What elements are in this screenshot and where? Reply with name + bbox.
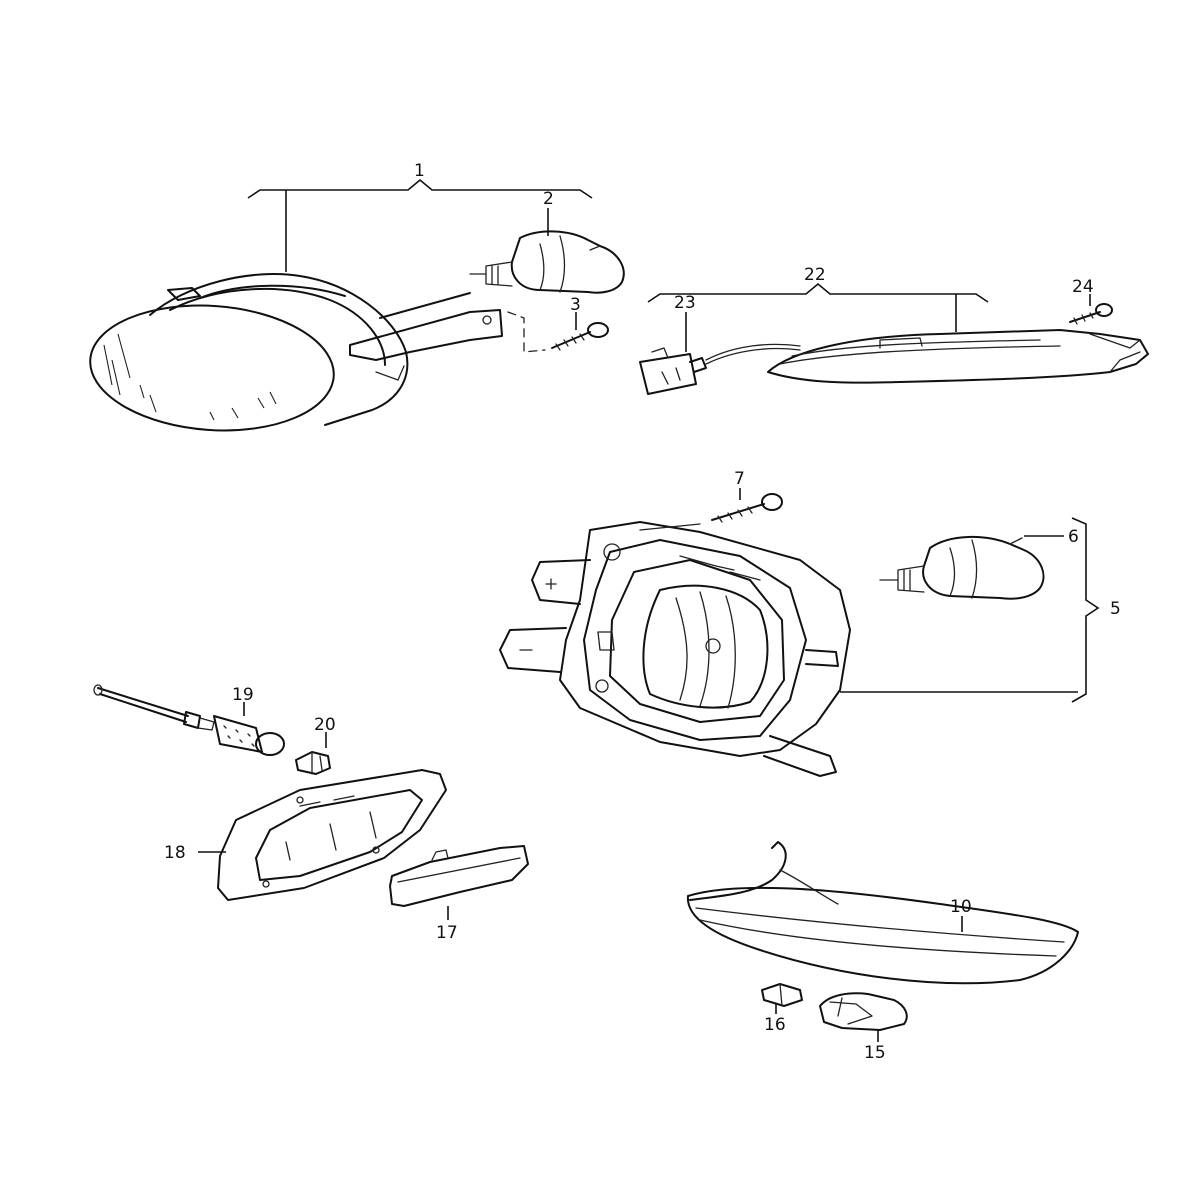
callout-7: 7 — [734, 469, 745, 489]
side-light-assembly — [639, 282, 1149, 395]
callout-5: 5 — [1110, 599, 1121, 619]
callout-23: 23 — [674, 293, 696, 313]
bulb-2 — [469, 208, 625, 294]
fog-lamp-assembly — [89, 178, 593, 432]
callout-10: 10 — [950, 897, 972, 917]
callout-15: 15 — [864, 1043, 886, 1063]
screw-3 — [551, 312, 609, 351]
lens-17 — [389, 845, 529, 920]
callout-1: 1 — [414, 161, 425, 181]
callout-2: 2 — [543, 189, 554, 209]
side-marker-10 — [686, 841, 1079, 985]
socket-15 — [819, 992, 908, 1042]
callout-19: 19 — [232, 685, 254, 705]
callout-17: 17 — [436, 923, 458, 943]
bulb-20 — [295, 732, 331, 775]
callout-18: 18 — [164, 843, 186, 863]
screw-24 — [1069, 294, 1113, 325]
callout-20: 20 — [314, 715, 336, 735]
lamp-housing-5 — [499, 517, 1100, 777]
bulb-6 — [879, 535, 1064, 600]
screw-7 — [711, 488, 783, 523]
bulb-holder-19 — [93, 684, 285, 756]
callout-labels: 1 2 3 22 23 24 7 6 5 19 20 18 17 10 16 1… — [164, 161, 1121, 1063]
bulb-16 — [761, 983, 803, 1014]
callout-22: 22 — [804, 265, 826, 285]
callout-6: 6 — [1068, 527, 1079, 547]
frame-18 — [198, 769, 447, 901]
callout-24: 24 — [1072, 277, 1094, 297]
callout-16: 16 — [764, 1015, 786, 1035]
callout-3: 3 — [570, 295, 581, 315]
